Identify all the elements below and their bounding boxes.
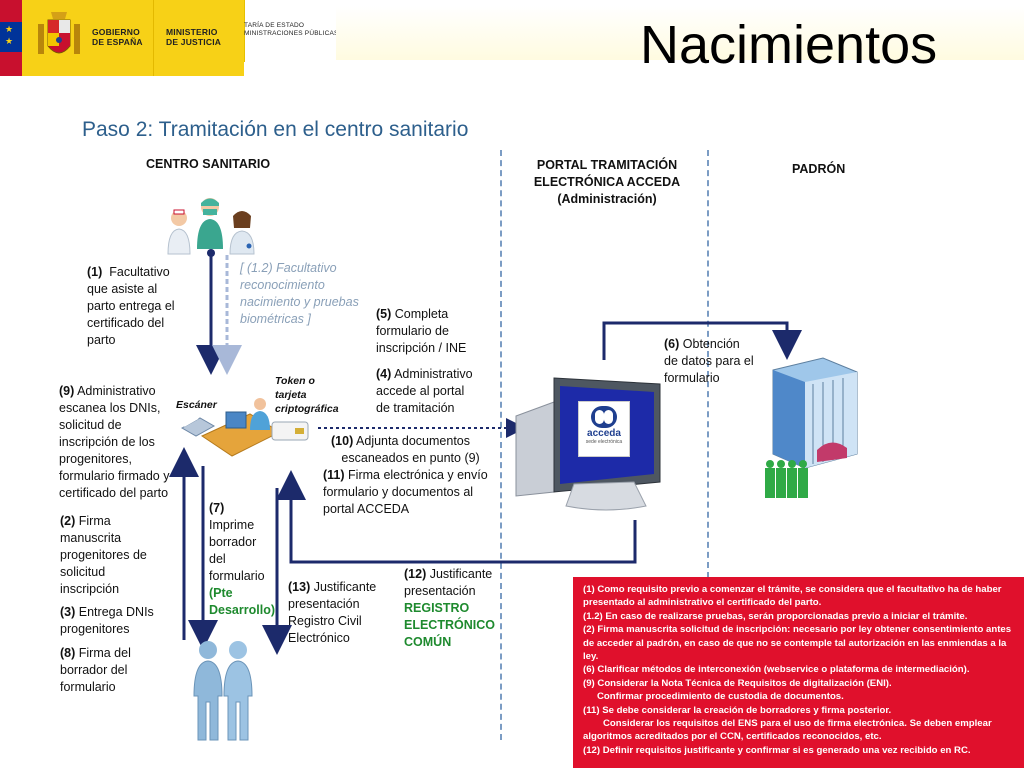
padron-building-icon bbox=[765, 350, 865, 500]
step-8-text: (8) Firma del borrador del formulario bbox=[60, 645, 170, 696]
note-item: Confirmar procedimiento de custodia de d… bbox=[583, 690, 1016, 703]
step-6-text: (6) Obtención de datos para el formulari… bbox=[664, 336, 764, 387]
step-1-text: (1) Facultativo que asiste al parto entr… bbox=[87, 264, 187, 349]
note-item: Considerar los requisitos del ENS para e… bbox=[583, 717, 1016, 744]
step-5-text: (5) Completa formulario de inscripción /… bbox=[376, 306, 496, 357]
step-11-text: (11) Firma electrónica y envío formulari… bbox=[323, 467, 503, 518]
note-item: (1) Como requisito previo a comenzar el … bbox=[583, 583, 1016, 610]
medical-staff-icon bbox=[164, 194, 264, 256]
step-10-text: (10) Adjunta documentos escaneados en pu… bbox=[331, 433, 501, 467]
notes-panel: (1) Como requisito previo a comenzar el … bbox=[573, 577, 1024, 768]
step-13-text: (13) Justificante presentación Registro … bbox=[288, 579, 398, 647]
step-12-text: (12) Justificante presentación REGISTRO … bbox=[404, 566, 514, 651]
step-9-text: (9) Administrativo escanea los DNIs, sol… bbox=[59, 383, 184, 502]
step-1-2-text: [ (1.2) Facultativo reconocimiento nacim… bbox=[240, 260, 370, 328]
parents-icon bbox=[190, 640, 260, 744]
note-item: (1.2) En caso de realizarse pruebas, ser… bbox=[583, 610, 1016, 623]
acceda-subtitle: sede electrónica bbox=[579, 439, 629, 446]
acceda-wordmark: acceda bbox=[579, 428, 629, 439]
note-item: (9) Considerar la Nota Técnica de Requis… bbox=[583, 677, 1016, 690]
step-7-text: (7) Imprime borrador del formulario (Pte… bbox=[209, 500, 281, 619]
acceda-logo-mark bbox=[591, 406, 617, 428]
step-4-text: (4) Administrativo accede al portal de t… bbox=[376, 366, 496, 417]
note-item: (2) Firma manuscrita solicitud de inscri… bbox=[583, 623, 1016, 663]
note-item: (11) Se debe considerar la creación de b… bbox=[583, 704, 1016, 717]
note-item: (12) Definir requisitos justificante y c… bbox=[583, 744, 1016, 757]
acceda-logo: acceda sede electrónica bbox=[578, 401, 630, 457]
note-item: (6) Clarificar métodos de interconexión … bbox=[583, 663, 1016, 676]
scanner-desk-icon bbox=[180, 388, 320, 464]
step-3-text: (3) Entrega DNIs progenitores bbox=[60, 604, 170, 638]
step-2-text: (2) Firma manuscrita progenitores de sol… bbox=[60, 513, 170, 598]
